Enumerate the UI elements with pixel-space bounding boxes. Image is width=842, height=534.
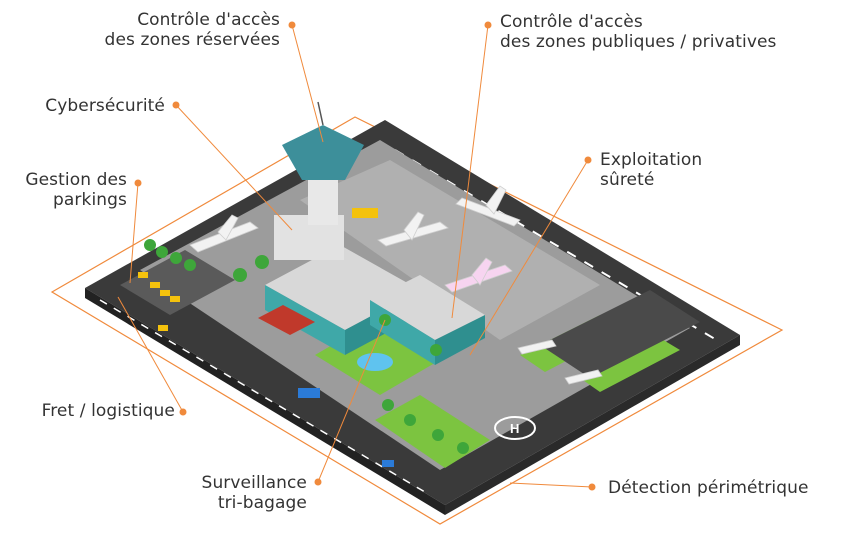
tower-antenna [317,101,324,126]
grass-strip-2 [580,338,680,392]
truck [298,388,320,398]
apron-light [300,160,600,340]
fountain [357,353,393,371]
perimeter-outline [50,116,784,525]
helipad-letter: H [510,421,519,436]
base-edge-right [445,335,740,515]
label-operations: Exploitation sûreté [600,150,703,190]
tower-cab [282,125,364,180]
terminal-canopy [258,305,315,335]
taxi-strip [540,290,700,378]
leader-lines [117,24,593,488]
terminal-wing-roof [370,275,485,340]
label-perimeter: Détection périmétrique [608,478,809,498]
car-blue [382,460,394,467]
leader-dots [134,21,596,491]
label-cybersecurity: Cybersécurité [45,96,165,116]
trees [144,239,469,454]
aircraft [189,185,603,385]
terminal-wing-side [435,315,485,365]
parking-lot [120,250,235,315]
label-public-access: Contrôle d'accès des zones publiques / p… [500,12,777,52]
parked-cars [138,272,180,331]
bus [352,208,378,218]
label-baggage: Surveillance tri-bagage [201,473,307,513]
helipad-circle [494,416,536,440]
label-parking: Gestion des parkings [25,170,127,210]
label-freight: Fret / logistique [41,401,175,421]
label-reserved-access: Contrôle d'accès des zones réservées [104,10,280,50]
